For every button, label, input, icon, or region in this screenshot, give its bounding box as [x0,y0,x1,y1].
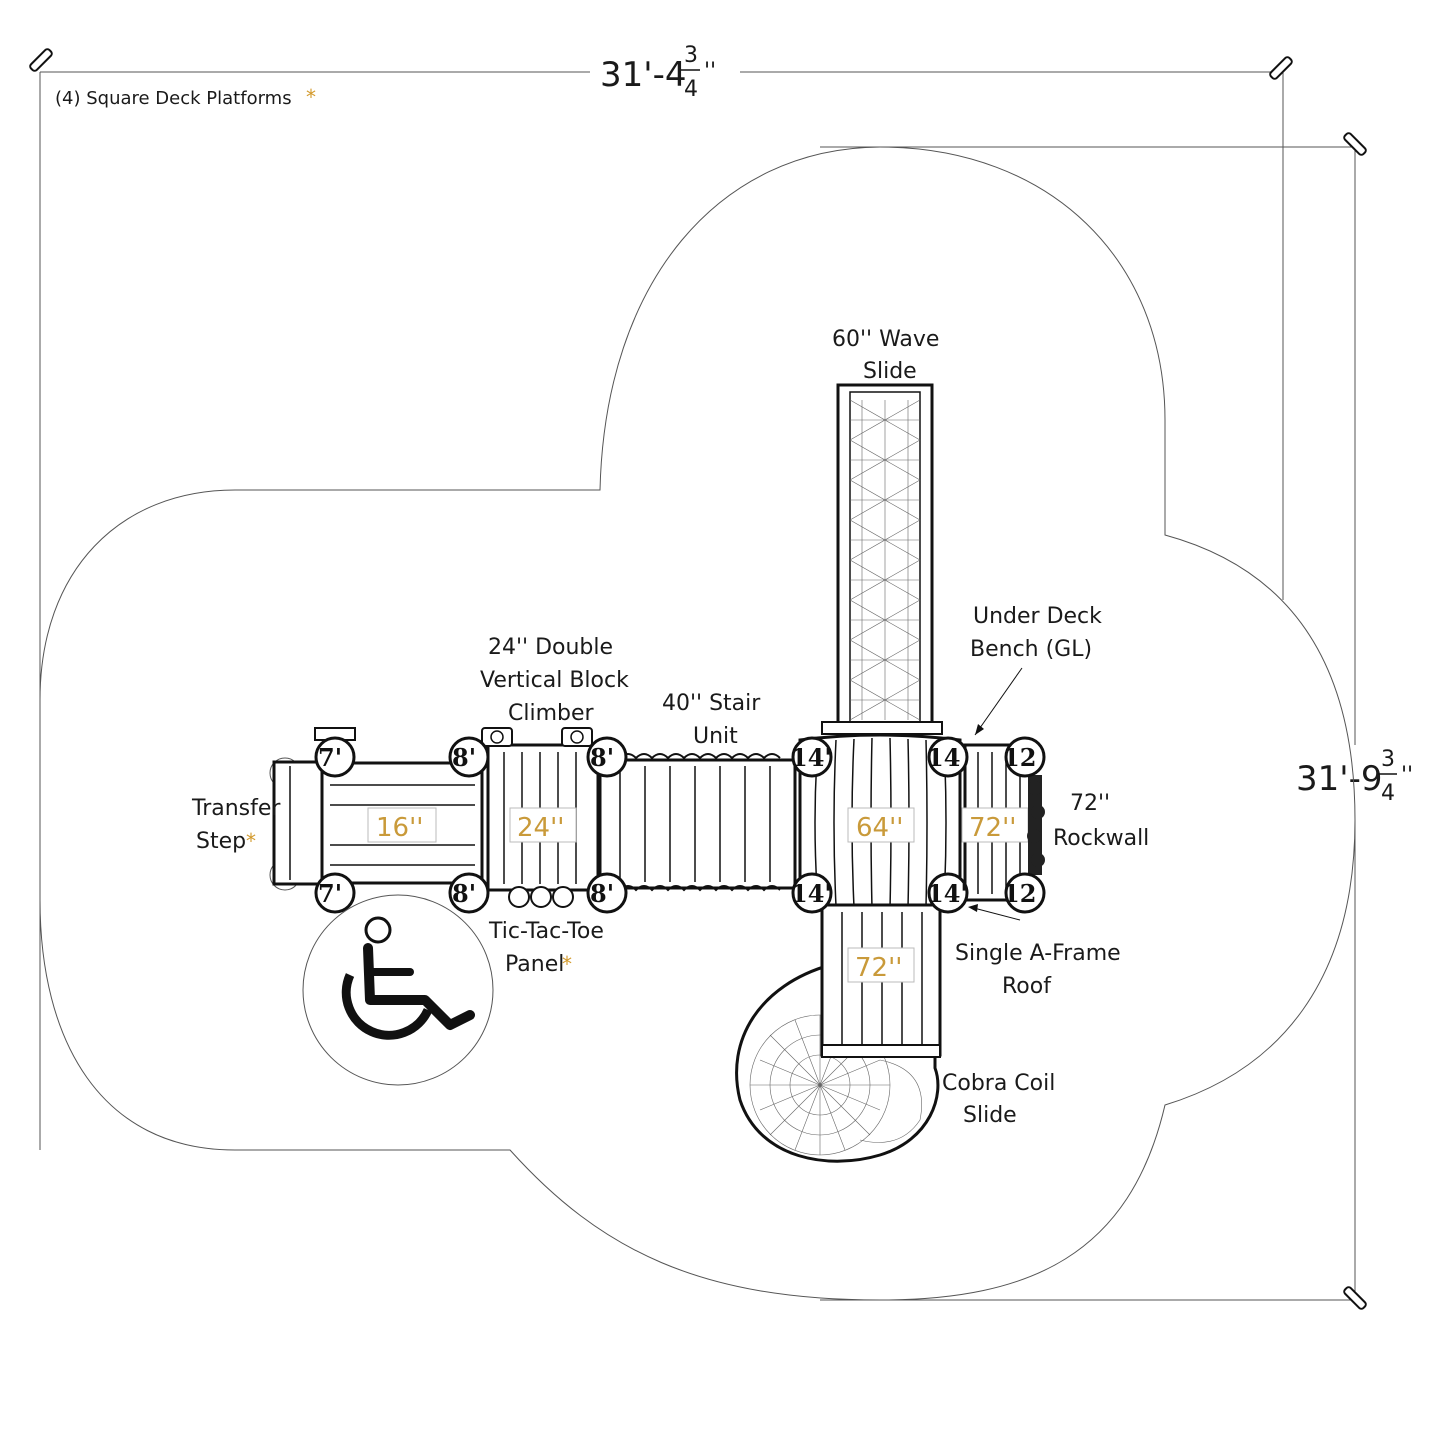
cobra-coil-label: Cobra Coil [942,1071,1055,1096]
post: 8' [448,872,490,914]
tic-tac-toe-label: Panel [505,952,564,977]
use-zone-boundary [39,146,1356,1301]
stair-unit-label: Unit [693,724,738,749]
tick-mark [1343,1286,1367,1310]
deck-height-16: 16'' [376,813,423,843]
post: 14 [927,736,969,778]
depth-frac-num: 3 [1381,747,1395,772]
climber-label: Vertical Block [480,668,629,693]
svg-text:14': 14' [791,879,832,908]
svg-text:7': 7' [318,743,342,772]
svg-text:8': 8' [590,879,614,908]
post: 8' [586,736,628,778]
posts: 7' 7' 8' 8' 8' 8' 14' 14' 14 14' 12 12 [314,736,1046,914]
depth-inch-mark: '' [1401,763,1413,788]
svg-text:12: 12 [1003,879,1036,908]
svg-text:12: 12 [1003,743,1036,772]
post: 14' [791,872,833,914]
svg-text:8': 8' [452,743,476,772]
under-deck-bench-label: Bench (GL) [970,637,1092,662]
under-deck-bench-label: Under Deck [973,604,1102,629]
depth-dimension: 31'-9 3 4 '' [820,132,1413,1310]
post: 8' [586,872,628,914]
stair-unit [598,753,797,892]
svg-text:8': 8' [590,743,614,772]
deck-height-24: 24'' [517,813,564,843]
svg-text:7': 7' [318,879,342,908]
wave-slide-label: Slide [863,359,917,384]
cobra-coil-slide [735,963,940,1163]
tick-mark [1269,56,1293,80]
rockwall [1027,775,1045,875]
deck-24: 24'' [481,727,600,908]
depth-frac-den: 4 [1381,781,1395,806]
wheelchair-icon [302,894,494,1086]
svg-text:14': 14' [791,743,832,772]
post: 12 [1003,872,1046,914]
post: 12 [1003,736,1046,778]
star-icon: * [562,952,572,976]
roof-label: Roof [1002,974,1052,999]
tick-mark [1343,132,1367,156]
transfer-step [269,727,356,891]
width-frac-num: 3 [684,43,698,68]
tick-mark [29,48,53,72]
rockwall-label: Rockwall [1053,826,1149,851]
deck-16: 16'' [320,761,484,885]
svg-text:14': 14' [927,879,968,908]
deck-height-72-lower: 72'' [855,953,902,983]
deck-64: 64'' [798,733,962,912]
deck-height-72-right: 72'' [969,813,1016,843]
star-icon: * [246,829,256,853]
deck-platforms-note: (4) Square Deck Platforms [55,88,292,109]
post: 14' [791,736,833,778]
deck-height-64: 64'' [856,813,903,843]
climber-label: Climber [508,701,595,726]
transfer-step-label: Step [196,829,246,854]
roof-label: Single A-Frame [955,941,1121,966]
wave-slide [821,383,943,735]
rockwall-label: 72'' [1070,791,1110,816]
post: 7' [314,736,356,778]
climber-label: 24'' Double [488,635,613,660]
svg-text:14: 14 [927,743,960,772]
svg-text:8': 8' [452,879,476,908]
transfer-step-label: Transfer [191,796,281,821]
tic-tac-toe-label: Tic-Tac-Toe [488,919,604,944]
tic-tac-toe-panel [508,886,574,908]
width-frac-den: 4 [684,77,698,102]
post: 14' [927,872,969,914]
deck-72-lower: 72'' [820,903,942,1058]
width-inch-mark: '' [704,59,716,84]
post: 7' [314,872,356,914]
cobra-coil-label: Slide [963,1103,1017,1128]
star-icon: * [306,85,316,109]
width-value: 31'-4 [600,55,687,95]
stair-unit-label: 40'' Stair [662,691,761,716]
post: 8' [448,736,490,778]
depth-value: 31'-9 [1296,759,1383,799]
width-dimension: 31'-4 3 4 '' [29,43,1293,1150]
wave-slide-label: 60'' Wave [832,327,939,352]
